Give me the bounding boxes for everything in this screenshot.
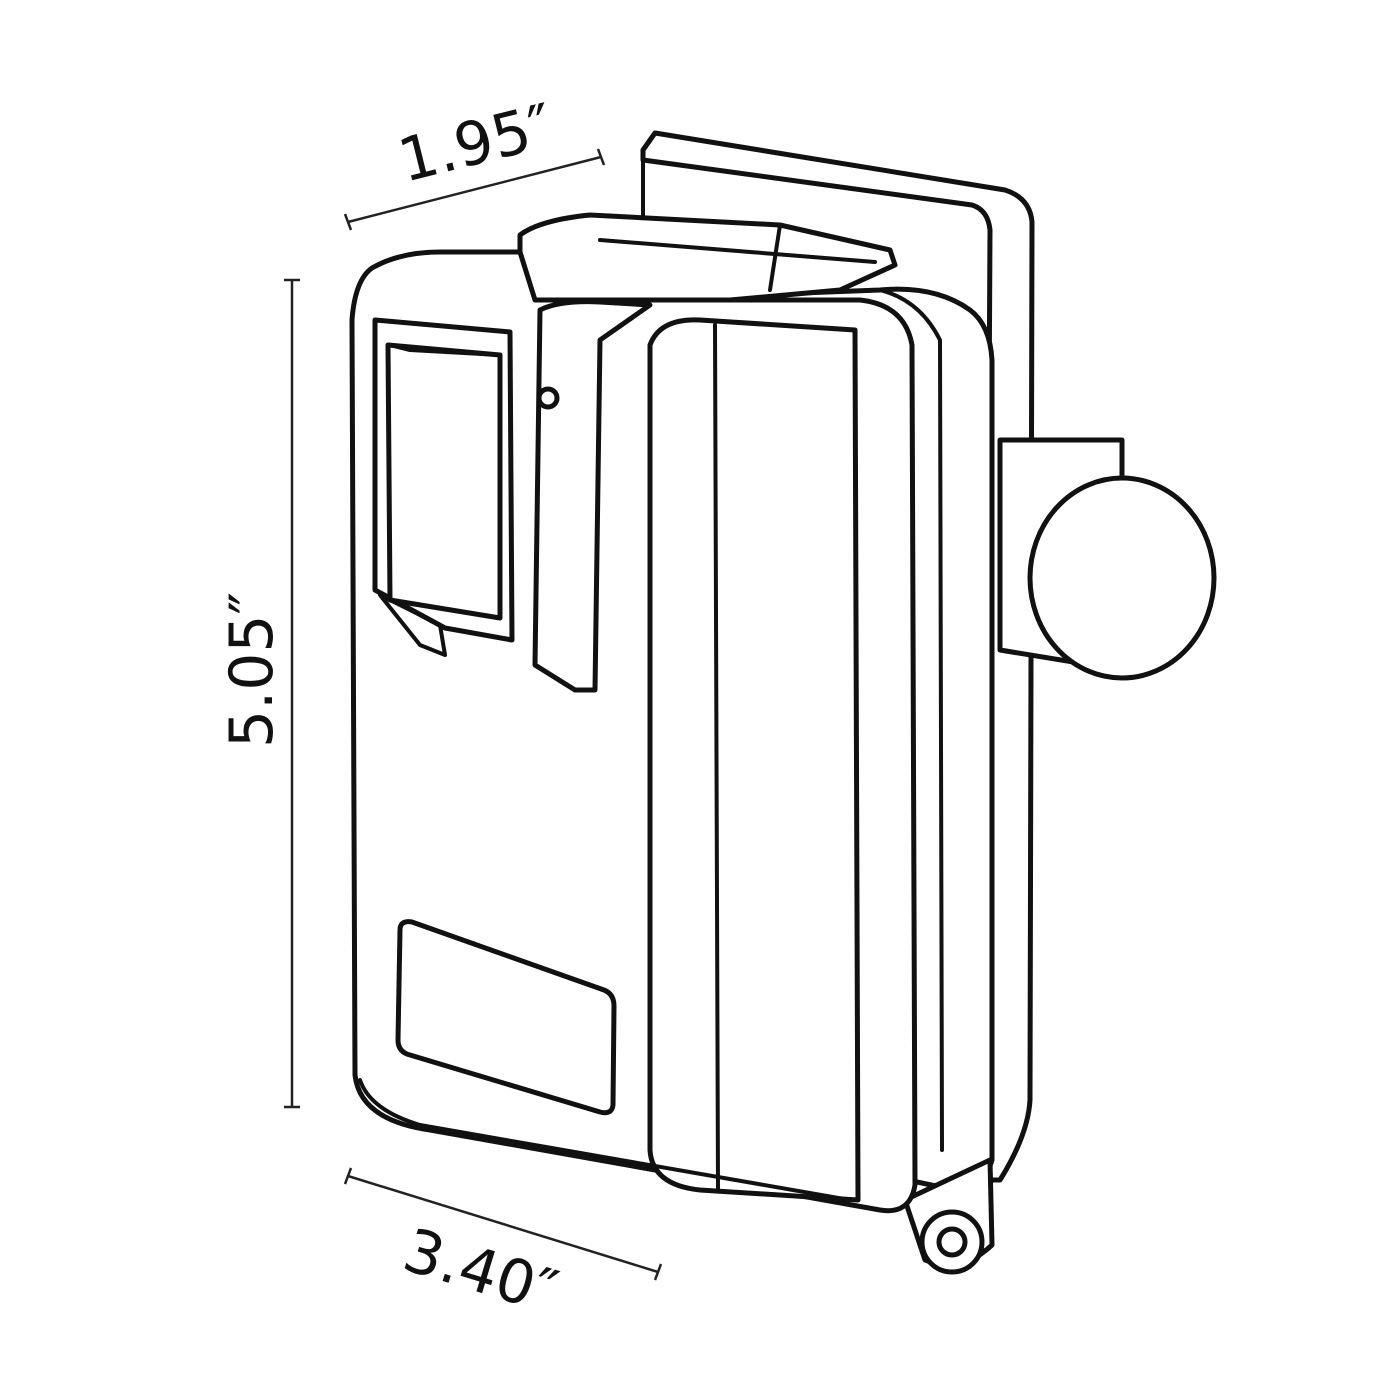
outlet-cover-flap (385, 342, 503, 621)
hinge (902, 1157, 995, 1275)
outlet-cover-hinge (388, 343, 502, 357)
depth-dimension-label: 1.95″ (392, 91, 560, 197)
depth-dimension-line (347, 155, 602, 224)
front-door-panel (647, 317, 861, 1203)
label-window (395, 919, 617, 1116)
depth-dimension: 1.95″ (343, 91, 606, 231)
depth-dimension-tick-left (343, 213, 353, 231)
rear-housing-inner (878, 288, 944, 1152)
width-dimension: 3.40″ (343, 1167, 663, 1328)
width-dimension-label: 3.40″ (396, 1215, 566, 1328)
hinge-pin-inner (936, 1226, 968, 1258)
outlet-cover (372, 317, 515, 657)
height-dimension-label: 5.05″ (217, 592, 287, 748)
top-lid-seam (768, 223, 782, 292)
latch-screw (536, 386, 560, 410)
bottom-lip (358, 1078, 852, 1202)
pipe-clamp (997, 437, 1217, 681)
width-dimension-line (347, 1174, 659, 1274)
width-dimension-tick-right (653, 1263, 663, 1281)
pipe-clamp-end (1027, 475, 1217, 681)
top-lid-ridge (598, 238, 877, 264)
door-latch (532, 299, 653, 693)
width-dimension-tick-left (343, 1167, 353, 1185)
outlet-cover-foot (378, 593, 447, 657)
front-door-edge (713, 323, 720, 1192)
device-illustration (349, 130, 1217, 1275)
height-dimension: 5.05″ (217, 278, 300, 1109)
top-lid (517, 212, 898, 313)
depth-dimension-tick-right (596, 148, 606, 166)
